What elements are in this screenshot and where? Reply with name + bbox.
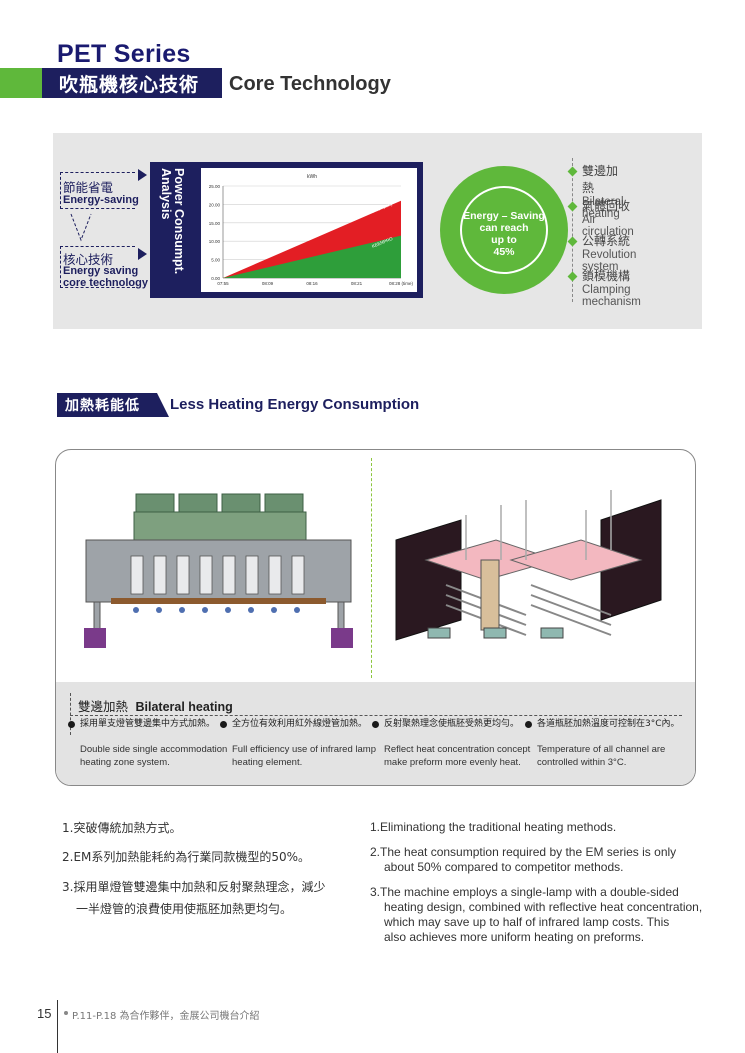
saving-line-3: up to (491, 234, 517, 246)
feature-cn: 鎖模機構 (582, 269, 631, 283)
section-title-en: Core Technology (229, 73, 391, 95)
y-tick-label: 0.00 (211, 276, 220, 281)
energy-saving-box (60, 172, 135, 209)
x-tick-label: 08:16 (306, 281, 318, 286)
energy-saving-cn: 節能省電 (63, 180, 114, 195)
feature-item: 雙邊加熱 Bilateral heating (582, 162, 624, 220)
feature-list: 雙邊加熱 Bilateral heating 氣體回收 Air circulat… (567, 158, 641, 308)
bullet-icon (64, 1011, 68, 1015)
en-point-2b: about 50% compared to competitor methods… (384, 860, 624, 874)
feature-cn: 氣體回收 (582, 199, 631, 213)
column-cn: 反射聚熱理念使瓶胚受熱更均勻。 (384, 719, 520, 729)
title-slant (157, 393, 169, 417)
en-point-1: 1.Eliminationg the traditional heating m… (370, 820, 617, 834)
en-point-3b: heating design, combined with reflective… (384, 900, 703, 914)
x-tick-label: 08:28 (time) (389, 281, 414, 286)
core-technology-en-1: Energy saving (63, 265, 139, 277)
center-divider (371, 458, 372, 678)
energy-saving-en: Energy-saving (63, 194, 139, 206)
column-en: Reflect heat concentration concept make … (384, 744, 531, 768)
energy-saving-badge: Energy – Saving can reach up to 45% (440, 166, 568, 294)
analysis-text: Analysis (159, 168, 173, 220)
bullet-icon (68, 721, 75, 728)
bullet-icon (220, 721, 227, 728)
arrow-right-icon (138, 248, 147, 260)
bilateral-heating-en: Bilateral heating (135, 700, 233, 714)
column-cn: 各道瓶胚加熱溫度可控制在3°C內。 (537, 719, 680, 729)
saving-text: Energy – Saving can reach up to 45% (440, 210, 568, 258)
series-area (223, 235, 401, 278)
y-tick-label: 5.00 (211, 258, 220, 263)
core-technology-en-2: core technology (63, 277, 148, 289)
heating-section-title-en: Less Heating Energy Consumption (170, 396, 420, 413)
feature-en: Bilateral heating (582, 196, 624, 220)
chevron-down-icon (70, 212, 92, 247)
badge-inner-ring (460, 186, 548, 274)
chart-svg: 0.00 5.00 10.00 15.00 20.00 25.00 07:55 08:09 08… (201, 168, 417, 292)
saving-line-2: can reach (479, 222, 529, 234)
cn-point-2: 2.EM系列加熱能耗約為行業同款機型的50%。 (62, 850, 311, 864)
feature-item: 公轉系統 Revolution system (582, 232, 636, 273)
core-technology-cn: 核心技術 (63, 252, 114, 267)
feature-cn: 公轉系統 (582, 234, 631, 248)
en-point-3a: 3.The machine employs a single-lamp with… (370, 885, 679, 899)
x-tick-label: 08:09 (262, 281, 274, 286)
feature-en: Revolution system (582, 249, 637, 273)
feature-item: 氣體回收 Air circulation (582, 197, 634, 238)
en-point-2a: 2.The heat consumption required by the E… (370, 845, 677, 859)
feature-item: 鎖模機構 Clamping mechanism (582, 267, 641, 308)
column-cn: 全方位有效利用紅外線燈管加熱。 (232, 719, 368, 729)
bullet-icon (525, 721, 532, 728)
column-en: Temperature of all channel are controlle… (537, 744, 666, 768)
divider-horizontal (70, 715, 682, 716)
y-tick-label: 20.00 (209, 202, 221, 207)
y-tick-label: 15.00 (209, 221, 221, 226)
arrow-right-icon (138, 169, 147, 181)
feature-en: Clamping mechanism (582, 284, 641, 308)
cn-point-3b: 一半燈管的浪費使用使瓶胚加熱更均勻。 (76, 902, 293, 916)
y-tick-label: 25.00 (209, 184, 221, 189)
en-point-3c: which may save up to half of infrared la… (384, 915, 670, 929)
column-en: Full efficiency use of infrared lamp hea… (232, 744, 376, 768)
cn-point-1: 1.突破傳統加熱方式。 (62, 821, 182, 835)
saving-line-1: Energy – Saving (463, 210, 545, 222)
power-consumption-chart: 0.00 5.00 10.00 15.00 20.00 25.00 07:55 08:09 08… (195, 162, 423, 298)
section-title-cn: 吹瓶機核心技術 (42, 68, 222, 98)
divider-vertical (70, 693, 71, 735)
bullet-icon (372, 721, 379, 728)
saving-line-4: 45% (493, 246, 515, 258)
series-title: PET Series (57, 40, 191, 68)
power-consumption-label: Power Consumpt. Analysis (150, 162, 195, 298)
feature-en: Air circulation (582, 214, 634, 238)
x-tick-label: 07:55 (217, 281, 229, 286)
en-point-3d: also achieves more uniform heating on pr… (384, 930, 645, 944)
feature-cn: 雙邊加熱 (582, 164, 619, 195)
bilateral-heating-cn: 雙邊加熱 (78, 699, 129, 714)
bilateral-heating-title: 雙邊加熱 Bilateral heating (78, 696, 233, 715)
y-tick-label: 10.00 (209, 239, 221, 244)
x-tick-label: 08:21 (351, 281, 363, 286)
footer-note: P.11-P.18 為合作夥伴，金展公司機台介紹 (72, 1011, 260, 1022)
cn-point-3a: 3.採用單燈管雙邊集中加熱和反射聚熱理念，減少 (62, 880, 326, 894)
heating-section-title-cn: 加熱耗能低 (57, 393, 157, 417)
column-en: Double side single accommodation heating… (80, 744, 228, 768)
heating-machine-front-illustration (84, 493, 353, 648)
column-cn: 採用單支燈管雙邊集中方式加熱。 (80, 719, 216, 729)
bilateral-heating-panel: 雙邊加熱 Bilateral heating 採用單支燈管雙邊集中方式加熱。 D… (55, 449, 696, 786)
feature-strip (56, 682, 695, 785)
heater-isometric-illustration (395, 490, 662, 641)
core-technology-box (60, 246, 135, 288)
footer-divider (57, 1000, 58, 1053)
page-number: 15 (37, 1006, 52, 1021)
accent-bar (0, 68, 42, 98)
chart-title: kWh (307, 174, 317, 180)
power-consumption-text: Power Consumpt. (172, 168, 186, 275)
